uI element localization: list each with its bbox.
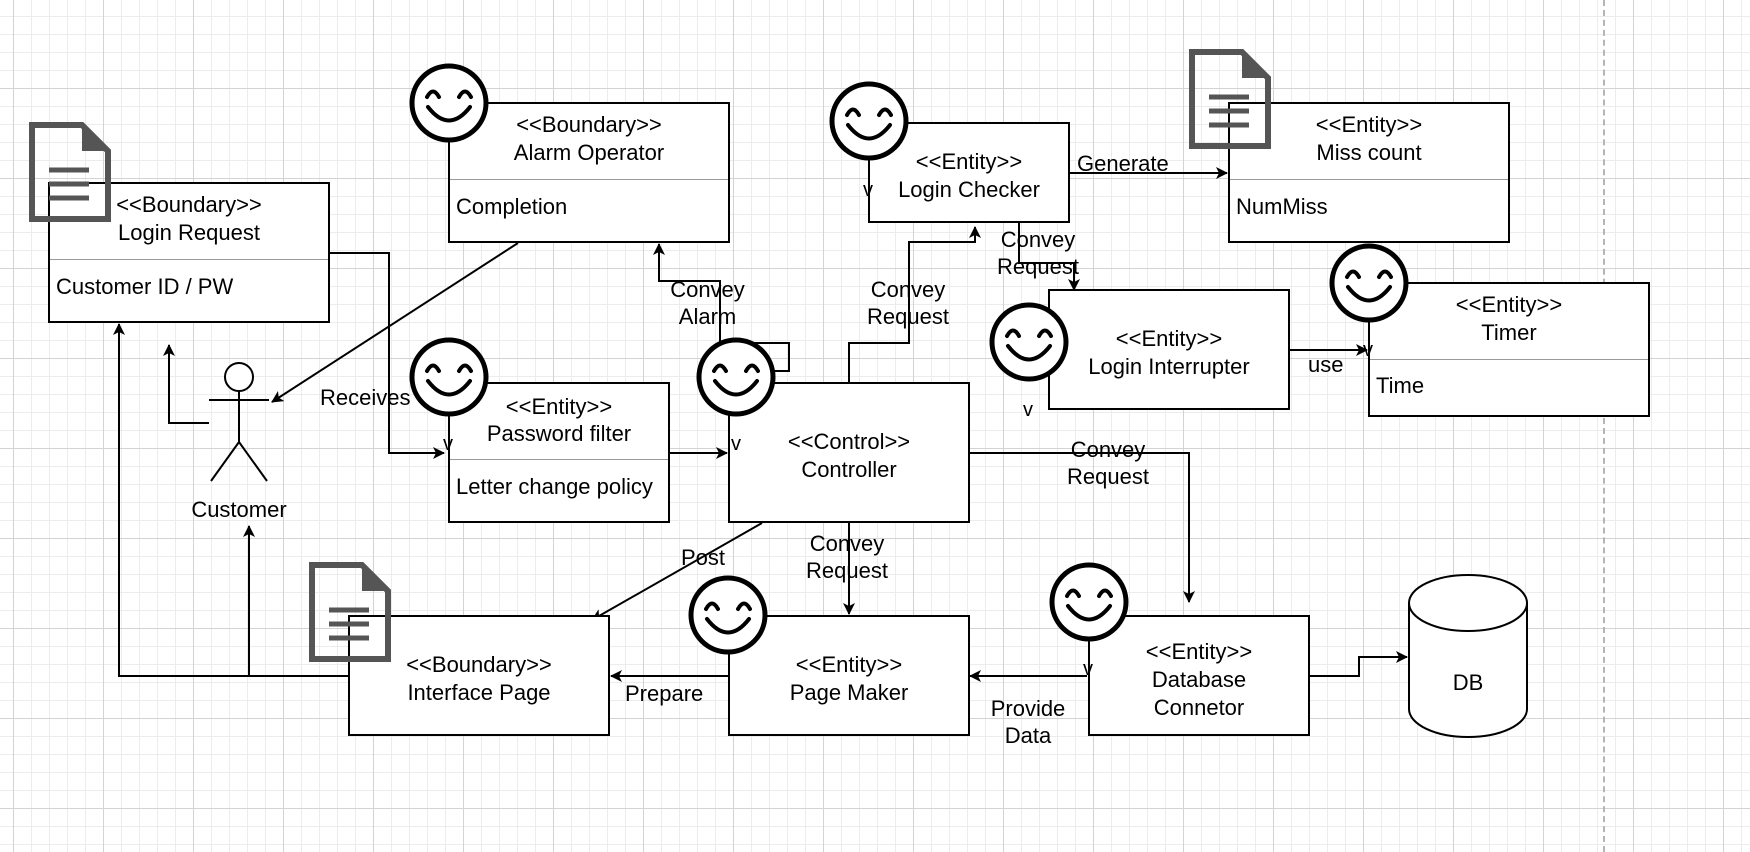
edge-label-generate: Generate bbox=[1077, 151, 1169, 176]
v-marker: v bbox=[1083, 658, 1093, 680]
stereotype: <<Entity>> bbox=[1115, 326, 1223, 351]
class-name: Interface Page bbox=[407, 680, 551, 705]
smiley-icon bbox=[1329, 243, 1409, 323]
alarm-operator-box[interactable]: <<Boundary>> Alarm Operator Completion bbox=[448, 102, 730, 243]
smiley-icon bbox=[409, 63, 489, 143]
edge-label-convey-alarm: Convey Alarm bbox=[670, 277, 745, 329]
edge-login-checker-to-interrupter bbox=[1018, 222, 1080, 291]
edge-alarm-operator-to-customer bbox=[271, 242, 519, 403]
class-name: Timer bbox=[1481, 320, 1537, 345]
class-name: Controller bbox=[801, 457, 897, 482]
divider bbox=[450, 179, 728, 180]
interface-page-box[interactable]: <<Boundary>> Interface Page bbox=[348, 615, 610, 736]
edge-controller-to-login-checker bbox=[848, 226, 981, 383]
class-name: Database bbox=[1151, 667, 1247, 692]
edge-label-prepare: Prepare bbox=[625, 681, 704, 706]
login-request-box[interactable]: <<Boundary>> Login Request Customer ID /… bbox=[48, 182, 330, 323]
smiley-icon bbox=[1049, 562, 1129, 642]
edge-interface-to-login-request bbox=[113, 323, 349, 677]
class-name: Password filter bbox=[486, 421, 632, 446]
divider bbox=[450, 459, 668, 460]
v-marker: v bbox=[863, 179, 873, 201]
v-marker: v bbox=[1363, 339, 1373, 361]
miss-count-box[interactable]: <<Entity>> Miss count NumMiss bbox=[1228, 102, 1510, 243]
stereotype: <<Entity>> bbox=[795, 652, 903, 677]
stereotype: <<Entity>> bbox=[505, 394, 613, 419]
actor-name: Customer bbox=[191, 497, 287, 522]
stereotype: <<Entity>> bbox=[915, 149, 1023, 174]
document-icon bbox=[29, 122, 111, 222]
document-icon bbox=[309, 562, 391, 662]
controller-box[interactable]: <<Control>> Controller bbox=[728, 382, 970, 523]
login-interrupter-box[interactable]: <<Entity>> Login Interrupter bbox=[1048, 289, 1290, 410]
stick-figure-icon[interactable] bbox=[206, 360, 276, 486]
class-name: Login Request bbox=[118, 220, 260, 245]
stereotype: <<Boundary>> bbox=[516, 112, 662, 137]
stereotype: <<Entity>> bbox=[1455, 292, 1563, 317]
attribute: Completion bbox=[456, 194, 568, 219]
divider bbox=[1370, 359, 1648, 360]
edge-customer-up bbox=[163, 344, 209, 424]
class-name: Miss count bbox=[1316, 140, 1422, 165]
edge-label-convey-request-db: Convey Request bbox=[1067, 437, 1149, 489]
v-marker: v bbox=[731, 433, 741, 455]
edge-label-provide-data: Provide Data bbox=[990, 696, 1066, 748]
attribute: Letter change policy bbox=[456, 474, 653, 499]
attribute: Customer ID / PW bbox=[56, 274, 234, 299]
edge-label-convey-request-page: Convey Request bbox=[806, 531, 888, 583]
edge-label-post: Post bbox=[681, 545, 726, 570]
edge-database-to-db bbox=[1309, 651, 1408, 677]
page-boundary-line bbox=[1603, 0, 1605, 852]
edge-label-convey-request-interrupter: Convey Request bbox=[997, 227, 1079, 279]
class-name: Login Checker bbox=[898, 177, 1040, 202]
divider bbox=[1230, 179, 1508, 180]
smiley-icon bbox=[829, 81, 909, 161]
smiley-icon bbox=[989, 302, 1069, 382]
document-icon bbox=[1189, 49, 1271, 149]
stereotype: <<Boundary>> bbox=[406, 652, 552, 677]
class-name-line2: Connetor bbox=[1153, 695, 1245, 720]
timer-box[interactable]: <<Entity>> Timer Time bbox=[1368, 282, 1650, 417]
stereotype: <<Entity>> bbox=[1315, 112, 1423, 137]
stereotype: <<Entity>> bbox=[1145, 639, 1253, 664]
edge-controller-to-interface bbox=[591, 522, 763, 621]
edge-label-receives: Receives bbox=[320, 385, 411, 410]
v-marker: v bbox=[1023, 399, 1033, 421]
database-connector-box[interactable]: <<Entity>> Database Connetor bbox=[1088, 615, 1310, 736]
edge-label-convey-request-checker: Convey Request bbox=[867, 277, 949, 329]
edge-label-use: use bbox=[1308, 352, 1344, 377]
attribute: Time bbox=[1376, 373, 1425, 398]
class-name: Alarm Operator bbox=[513, 140, 665, 165]
stereotype: <<Control>> bbox=[787, 429, 911, 454]
attribute: NumMiss bbox=[1236, 194, 1328, 219]
stereotype: <<Boundary>> bbox=[116, 192, 262, 217]
class-name: Page Maker bbox=[789, 680, 909, 705]
database-cylinder-icon[interactable] bbox=[1406, 573, 1530, 739]
db-label: DB bbox=[1452, 670, 1484, 695]
v-marker: v bbox=[443, 433, 453, 455]
smiley-icon bbox=[409, 337, 489, 417]
divider bbox=[50, 259, 328, 260]
password-filter-box[interactable]: <<Entity>> Password filter Letter change… bbox=[448, 382, 670, 523]
page-maker-box[interactable]: <<Entity>> Page Maker bbox=[728, 615, 970, 736]
class-name: Login Interrupter bbox=[1088, 354, 1250, 379]
smiley-icon bbox=[696, 337, 776, 417]
edge-login-request-to-password-filter bbox=[329, 252, 445, 459]
edge-controller-to-database bbox=[969, 452, 1195, 603]
smiley-icon bbox=[688, 575, 768, 655]
